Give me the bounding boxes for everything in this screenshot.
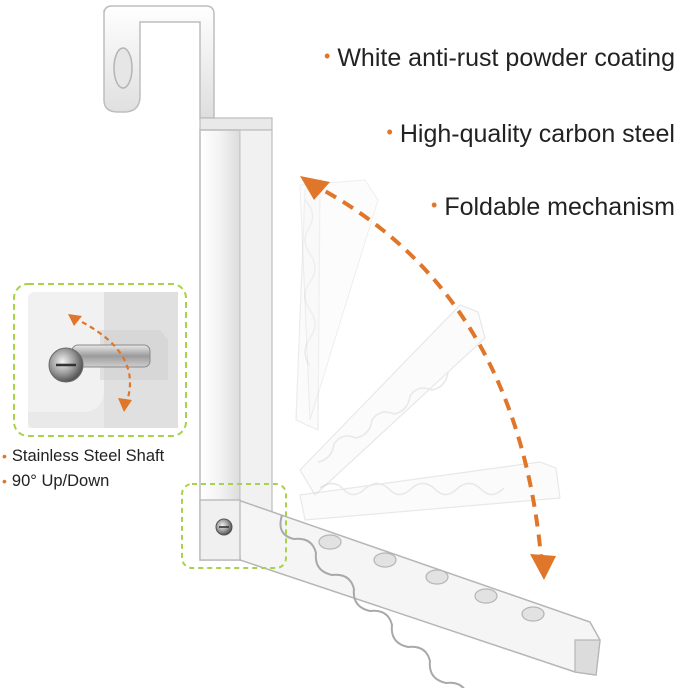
ghost-arm-low — [299, 461, 561, 521]
feature-label: White anti-rust powder coating — [337, 44, 675, 72]
pivot-plate — [199, 499, 241, 561]
bullet-icon: • — [324, 46, 331, 66]
shaft-label-rotation: • 90° Up/Down — [2, 469, 164, 494]
feature-label: Foldable mechanism — [444, 193, 675, 221]
shaft-labels: • Stainless Steel Shaft • 90° Up/Down — [2, 444, 164, 494]
feature-carbon-steel: • High-quality carbon steel — [387, 120, 675, 149]
feature-powder-coating: • White anti-rust powder coating — [324, 44, 675, 73]
hook-slot — [113, 47, 133, 89]
feature-foldable: • Foldable mechanism — [431, 193, 675, 222]
bullet-icon: • — [431, 195, 438, 215]
shaft-label-material: • Stainless Steel Shaft — [2, 444, 164, 469]
bullet-icon: • — [2, 473, 7, 489]
pivot-highlight — [181, 483, 287, 569]
bullet-icon: • — [386, 122, 393, 142]
feature-label: High-quality carbon steel — [399, 120, 675, 148]
ghost-arm-mid — [299, 304, 486, 496]
horizontal-arm — [237, 498, 601, 688]
upright-bar — [199, 117, 273, 561]
shaft-detail-inset — [13, 283, 187, 437]
hook-top — [103, 5, 215, 119]
bullet-icon: • — [2, 448, 7, 464]
ghost-arm-upper — [299, 179, 379, 421]
fold-arrow — [300, 176, 556, 580]
